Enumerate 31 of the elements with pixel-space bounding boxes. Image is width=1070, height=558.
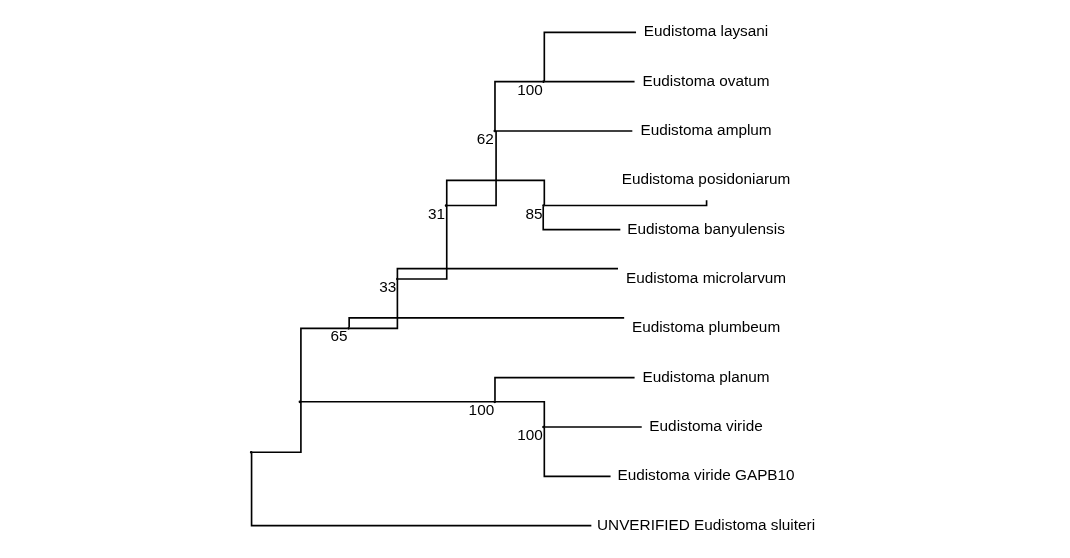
node-text: Eudistoma viride GAPB10: [616, 466, 795, 484]
node-text: Eudistoma banyulensis: [626, 219, 785, 237]
node-text: UNVERIFIED Eudistoma sluiteri: [596, 515, 815, 533]
node-label: 62: [476, 130, 494, 148]
node-text: Eudistoma laysani: [643, 22, 768, 40]
node-point: [444, 204, 447, 207]
node-point: [492, 400, 496, 404]
node-point: [298, 400, 301, 404]
node-point: [541, 425, 545, 429]
node-point: [541, 80, 545, 83]
node-point: [492, 129, 496, 133]
node-label: 33: [378, 278, 396, 296]
node-text: Eudistoma viride: [648, 417, 763, 435]
node-label: 31: [427, 204, 445, 222]
node-label: 100: [516, 80, 543, 98]
node-text: Eudistoma plumbeum: [631, 318, 780, 336]
node-point: [346, 327, 350, 330]
node-label: 100: [468, 400, 494, 418]
node-text: Eudistoma planum: [642, 367, 770, 385]
node-text: Eudistoma posidoniarum: [621, 170, 790, 188]
node-point: [395, 277, 399, 281]
connector: [541, 205, 621, 231]
node-label: 85: [524, 204, 542, 222]
connector: [347, 317, 625, 329]
node-text: Eudistoma ovatum: [642, 71, 770, 89]
node-text: Eudistoma microlarvum: [625, 269, 786, 287]
node-point: [249, 450, 252, 454]
node-label: 100: [516, 426, 543, 444]
node-point: [541, 204, 545, 207]
node-label: 65: [330, 327, 348, 345]
node-text: Eudistoma amplum: [639, 121, 772, 139]
